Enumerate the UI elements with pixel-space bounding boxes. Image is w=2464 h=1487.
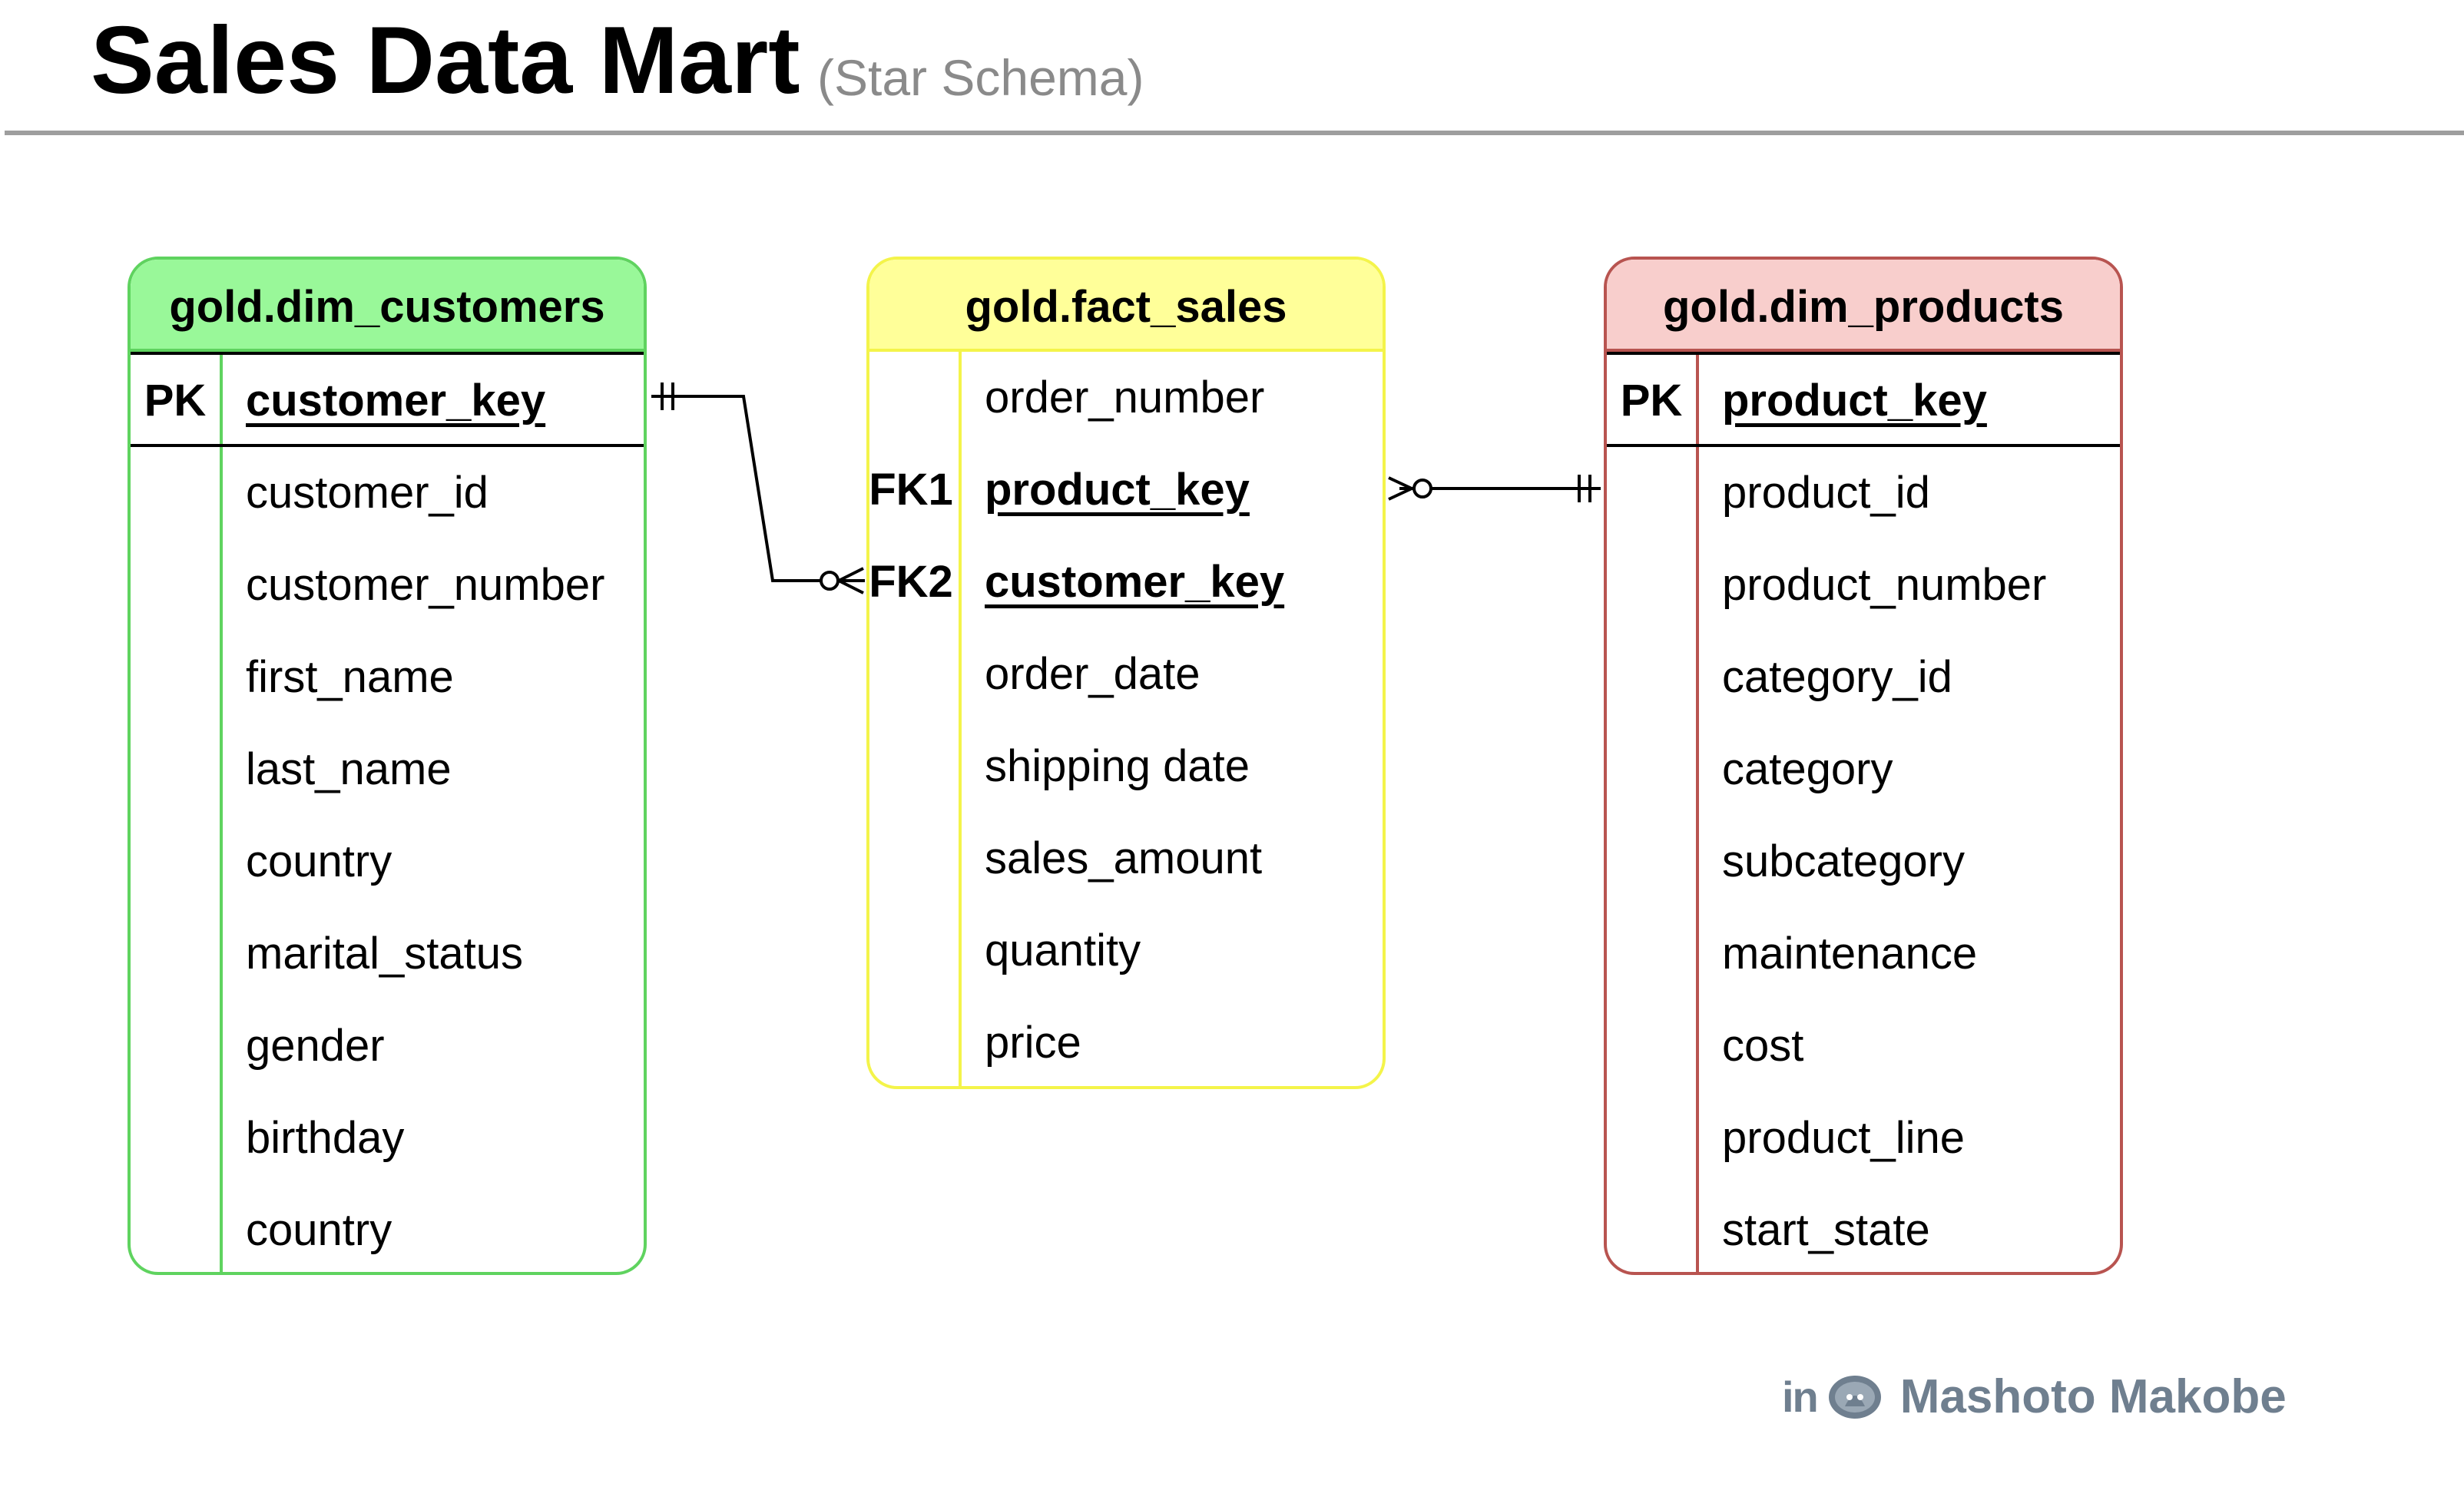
field-name: category (1722, 744, 1893, 794)
field-name: cost (1722, 1021, 1804, 1071)
entity-title: gold.dim_customers (131, 260, 644, 352)
field-row[interactable]: quantity (869, 905, 1383, 997)
pk-field: customer_key (246, 376, 546, 426)
field-row[interactable]: order_date (869, 628, 1383, 720)
field-row[interactable]: customer_id (131, 447, 644, 539)
field-name: product_id (1722, 468, 1930, 518)
field-name: first_name (246, 652, 454, 702)
field-row[interactable]: product_number (1607, 539, 2120, 631)
field-row[interactable]: maintenance (1607, 908, 2120, 1000)
field-name: customer_id (246, 468, 488, 518)
field-row[interactable]: country (131, 1184, 644, 1272)
crowfoot-mark (838, 567, 864, 582)
entity-dim-customers[interactable]: gold.dim_customers PK customer_key custo… (128, 257, 647, 1275)
pk-row[interactable]: PK customer_key (131, 352, 644, 447)
field-row[interactable]: category (1607, 724, 2120, 816)
field-name: order_date (985, 649, 1201, 699)
field-name: birthday (246, 1113, 405, 1163)
field-row[interactable]: product_line (1607, 1092, 2120, 1184)
fk-field: customer_key (985, 557, 1285, 607)
field-name: start_state (1722, 1205, 1930, 1255)
field-name: subcategory (1722, 836, 1965, 886)
linkedin-icon[interactable]: in (1782, 1372, 1819, 1421)
crowfoot-mark (838, 579, 864, 594)
field-row[interactable]: product_id (1607, 447, 2120, 539)
zero-optional-mark (1412, 479, 1432, 498)
field-name: country (246, 836, 392, 886)
fk-row-customer[interactable]: FK2 customer_key (869, 536, 1383, 628)
field-name: category_id (1722, 652, 1952, 702)
crowfoot-mark (1388, 487, 1412, 501)
field-name: product_number (1722, 560, 2047, 610)
title-divider (5, 131, 2464, 135)
field-name: order_number (985, 373, 1265, 422)
field-name: price (985, 1018, 1081, 1068)
fk1-label: FK1 (869, 465, 953, 515)
zero-optional-mark (820, 571, 840, 591)
product-sales-relationship (1388, 475, 1601, 502)
pk-label: PK (144, 376, 207, 426)
field-name: product_line (1722, 1113, 1965, 1163)
fk-row-product[interactable]: FK1 product_key (869, 444, 1383, 536)
field-row[interactable]: first_name (131, 631, 644, 724)
entity-dim-products[interactable]: gold.dim_products PK product_key product… (1604, 257, 2123, 1275)
github-icon[interactable] (1828, 1369, 1882, 1423)
relationship-line (651, 395, 828, 582)
field-row[interactable]: order_number (869, 352, 1383, 444)
field-name: last_name (246, 744, 452, 794)
entity-title: gold.fact_sales (869, 260, 1383, 352)
page-subtitle: (Star Schema) (817, 49, 1144, 106)
key-column-divider (220, 352, 223, 1272)
field-row[interactable]: last_name (131, 724, 644, 816)
key-column-divider (959, 352, 962, 1086)
field-name: country (246, 1205, 392, 1255)
field-row[interactable]: gender (131, 1000, 644, 1092)
pk-label: PK (1620, 376, 1683, 426)
field-name: quantity (985, 926, 1141, 975)
field-row[interactable]: country (131, 816, 644, 908)
fk2-label: FK2 (869, 557, 953, 607)
author-name: Mashoto Makobe (1899, 1369, 2287, 1423)
field-row[interactable]: cost (1607, 1000, 2120, 1092)
field-row[interactable]: sales_amount (869, 813, 1383, 905)
field-row[interactable]: shipping date (869, 720, 1383, 813)
fk-field: product_key (985, 465, 1250, 515)
field-row[interactable]: category_id (1607, 631, 2120, 724)
field-row[interactable]: customer_number (131, 539, 644, 631)
entity-fact-sales[interactable]: gold.fact_sales order_number FK1 product… (866, 257, 1386, 1089)
entity-title: gold.dim_products (1607, 260, 2120, 352)
field-row[interactable]: price (869, 997, 1383, 1086)
key-column-divider (1696, 352, 1699, 1272)
field-row[interactable]: birthday (131, 1092, 644, 1184)
pk-field: product_key (1722, 376, 1987, 426)
field-name: shipping date (985, 741, 1250, 791)
field-name: customer_number (246, 560, 605, 610)
author-branding: in Mashoto Makobe (1782, 1366, 2287, 1427)
field-row[interactable]: start_state (1607, 1184, 2120, 1272)
field-row[interactable]: marital_status (131, 908, 644, 1000)
customer-sales-relationship (651, 383, 865, 594)
field-row[interactable]: subcategory (1607, 816, 2120, 908)
pk-row[interactable]: PK product_key (1607, 352, 2120, 447)
field-name: gender (246, 1021, 385, 1071)
field-name: sales_amount (985, 833, 1263, 883)
crowfoot-mark (1388, 476, 1412, 490)
page-title: Sales Data Mart (91, 8, 800, 114)
field-name: marital_status (246, 929, 524, 979)
field-name: maintenance (1722, 929, 1978, 979)
